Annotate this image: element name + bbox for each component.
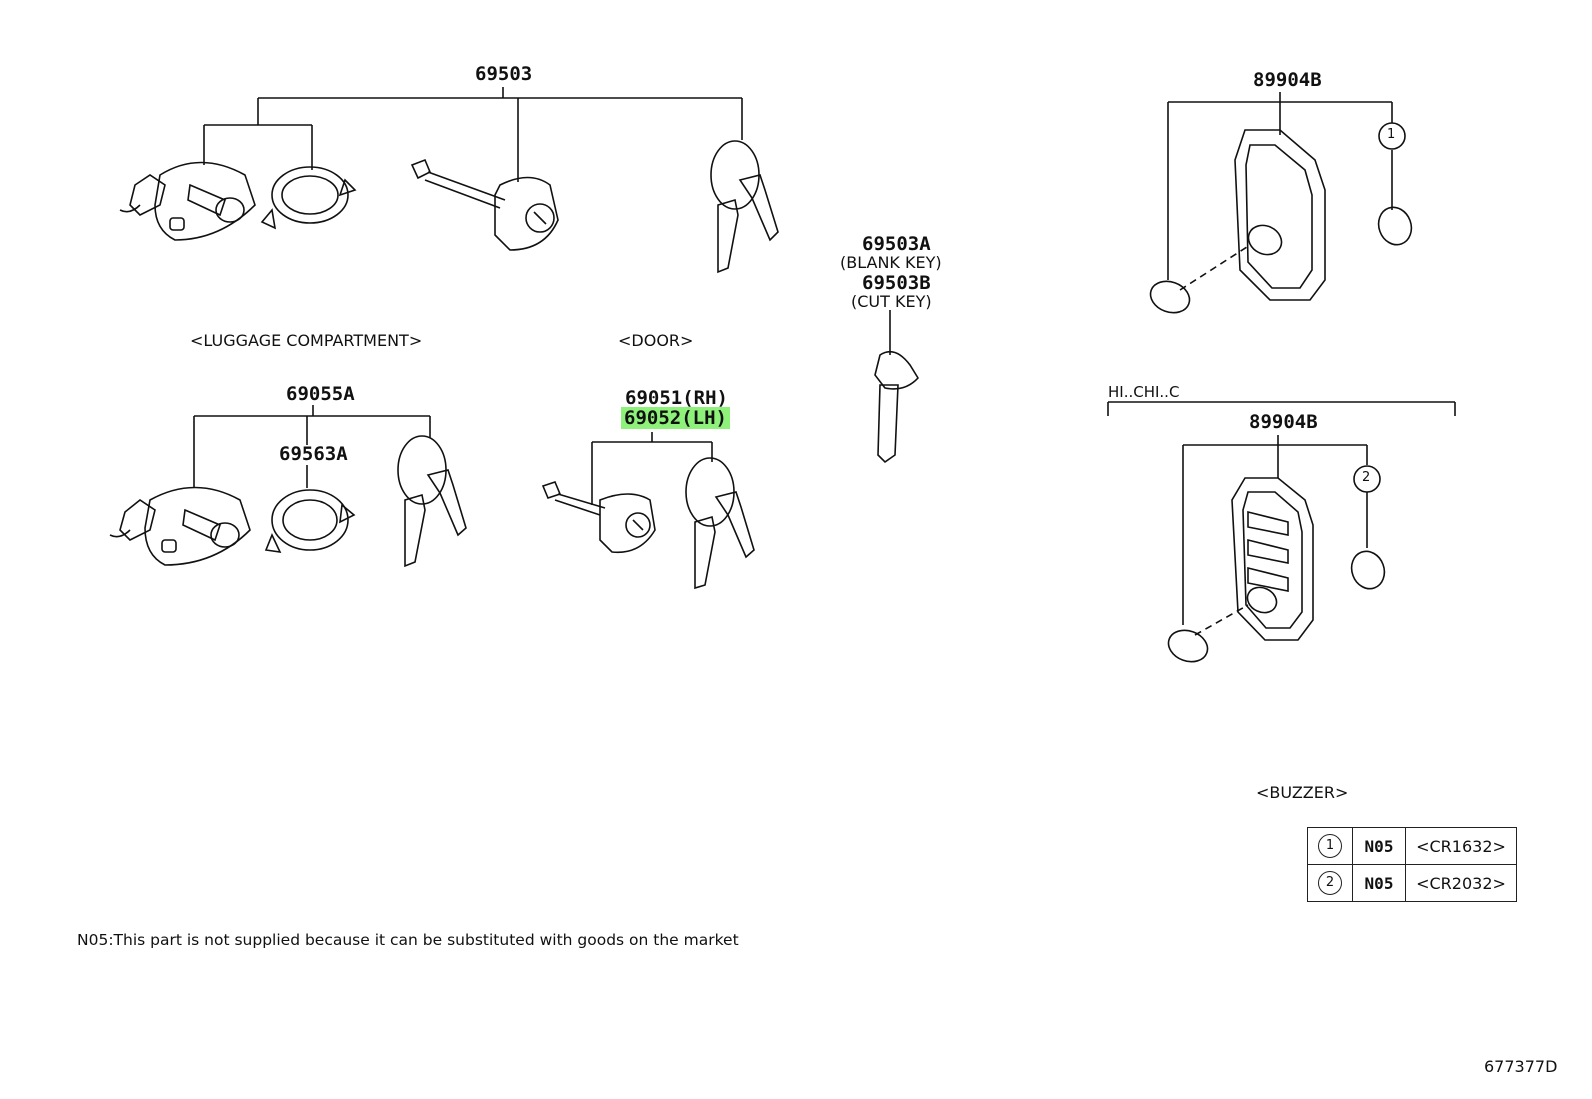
luggage-gasket-top — [260, 166, 357, 230]
part-number-69055a[interactable]: 69055A — [286, 383, 355, 405]
luggage-lock-cylinder-bottom — [109, 486, 251, 566]
part-number-69503a[interactable]: 69503A — [862, 233, 931, 255]
part-number-69503b[interactable]: 69503B — [862, 272, 931, 294]
legend-num-1: 1 — [1318, 834, 1342, 858]
part-number-89904b-bottom[interactable]: 89904B — [1249, 411, 1318, 433]
part-number-89904b-top[interactable]: 89904B — [1253, 69, 1322, 91]
part-number-69052-highlighted[interactable]: 69052(LH) — [621, 407, 730, 429]
blank-key — [874, 310, 920, 464]
door-lock-cylinder-bottom — [541, 481, 656, 554]
leader-69051 — [591, 432, 713, 505]
leader-69503 — [203, 87, 743, 182]
callout-circle-1 — [1378, 122, 1406, 150]
key-pair-bottom-left — [397, 435, 467, 568]
part-note-cut-key: (CUT KEY) — [851, 292, 932, 311]
legend-spec-1: <CR1632> — [1405, 827, 1517, 865]
legend-spec-2: <CR2032> — [1405, 864, 1517, 902]
legend-row: 2 N05 <CR2032> — [1307, 864, 1517, 902]
callout-1: 1 — [1387, 127, 1396, 142]
luggage-lock-cylinder-top — [119, 161, 256, 241]
callout-2: 2 — [1362, 470, 1371, 485]
legend-code-2: N05 — [1352, 864, 1406, 902]
footnote: N05:This part is not supplied because it… — [77, 931, 739, 949]
callout-circle-2 — [1353, 465, 1381, 493]
battery-legend-table: 1 N05 <CR1632> 2 N05 <CR2032> — [1307, 827, 1517, 902]
part-number-69051[interactable]: 69051(RH) — [625, 387, 728, 409]
section-label-luggage: <LUGGAGE COMPARTMENT> — [190, 331, 423, 350]
legend-row: 1 N05 <CR1632> — [1307, 827, 1517, 865]
legend-num-2: 2 — [1318, 871, 1342, 895]
key-pair-door — [685, 457, 755, 590]
legend-code-1: N05 — [1352, 827, 1406, 865]
smart-key-bottom — [1167, 435, 1386, 663]
section-label-hi-chi-c: HI..CHI..C — [1108, 383, 1180, 401]
section-label-buzzer: <BUZZER> — [1256, 783, 1349, 802]
key-pair-top — [710, 140, 779, 274]
leader-69055a — [193, 405, 431, 488]
part-number-69503[interactable]: 69503 — [475, 63, 533, 85]
smart-key-top — [1149, 92, 1413, 314]
door-lock-cylinder-top — [410, 158, 559, 251]
diagram-id: 677377D — [1484, 1057, 1558, 1076]
section-label-door: <DOOR> — [618, 331, 694, 350]
part-number-69563a[interactable]: 69563A — [279, 443, 348, 465]
hi-chi-c-bracket — [1107, 401, 1456, 416]
luggage-gasket-bottom — [264, 489, 356, 554]
part-note-blank-key: (BLANK KEY) — [840, 253, 942, 272]
